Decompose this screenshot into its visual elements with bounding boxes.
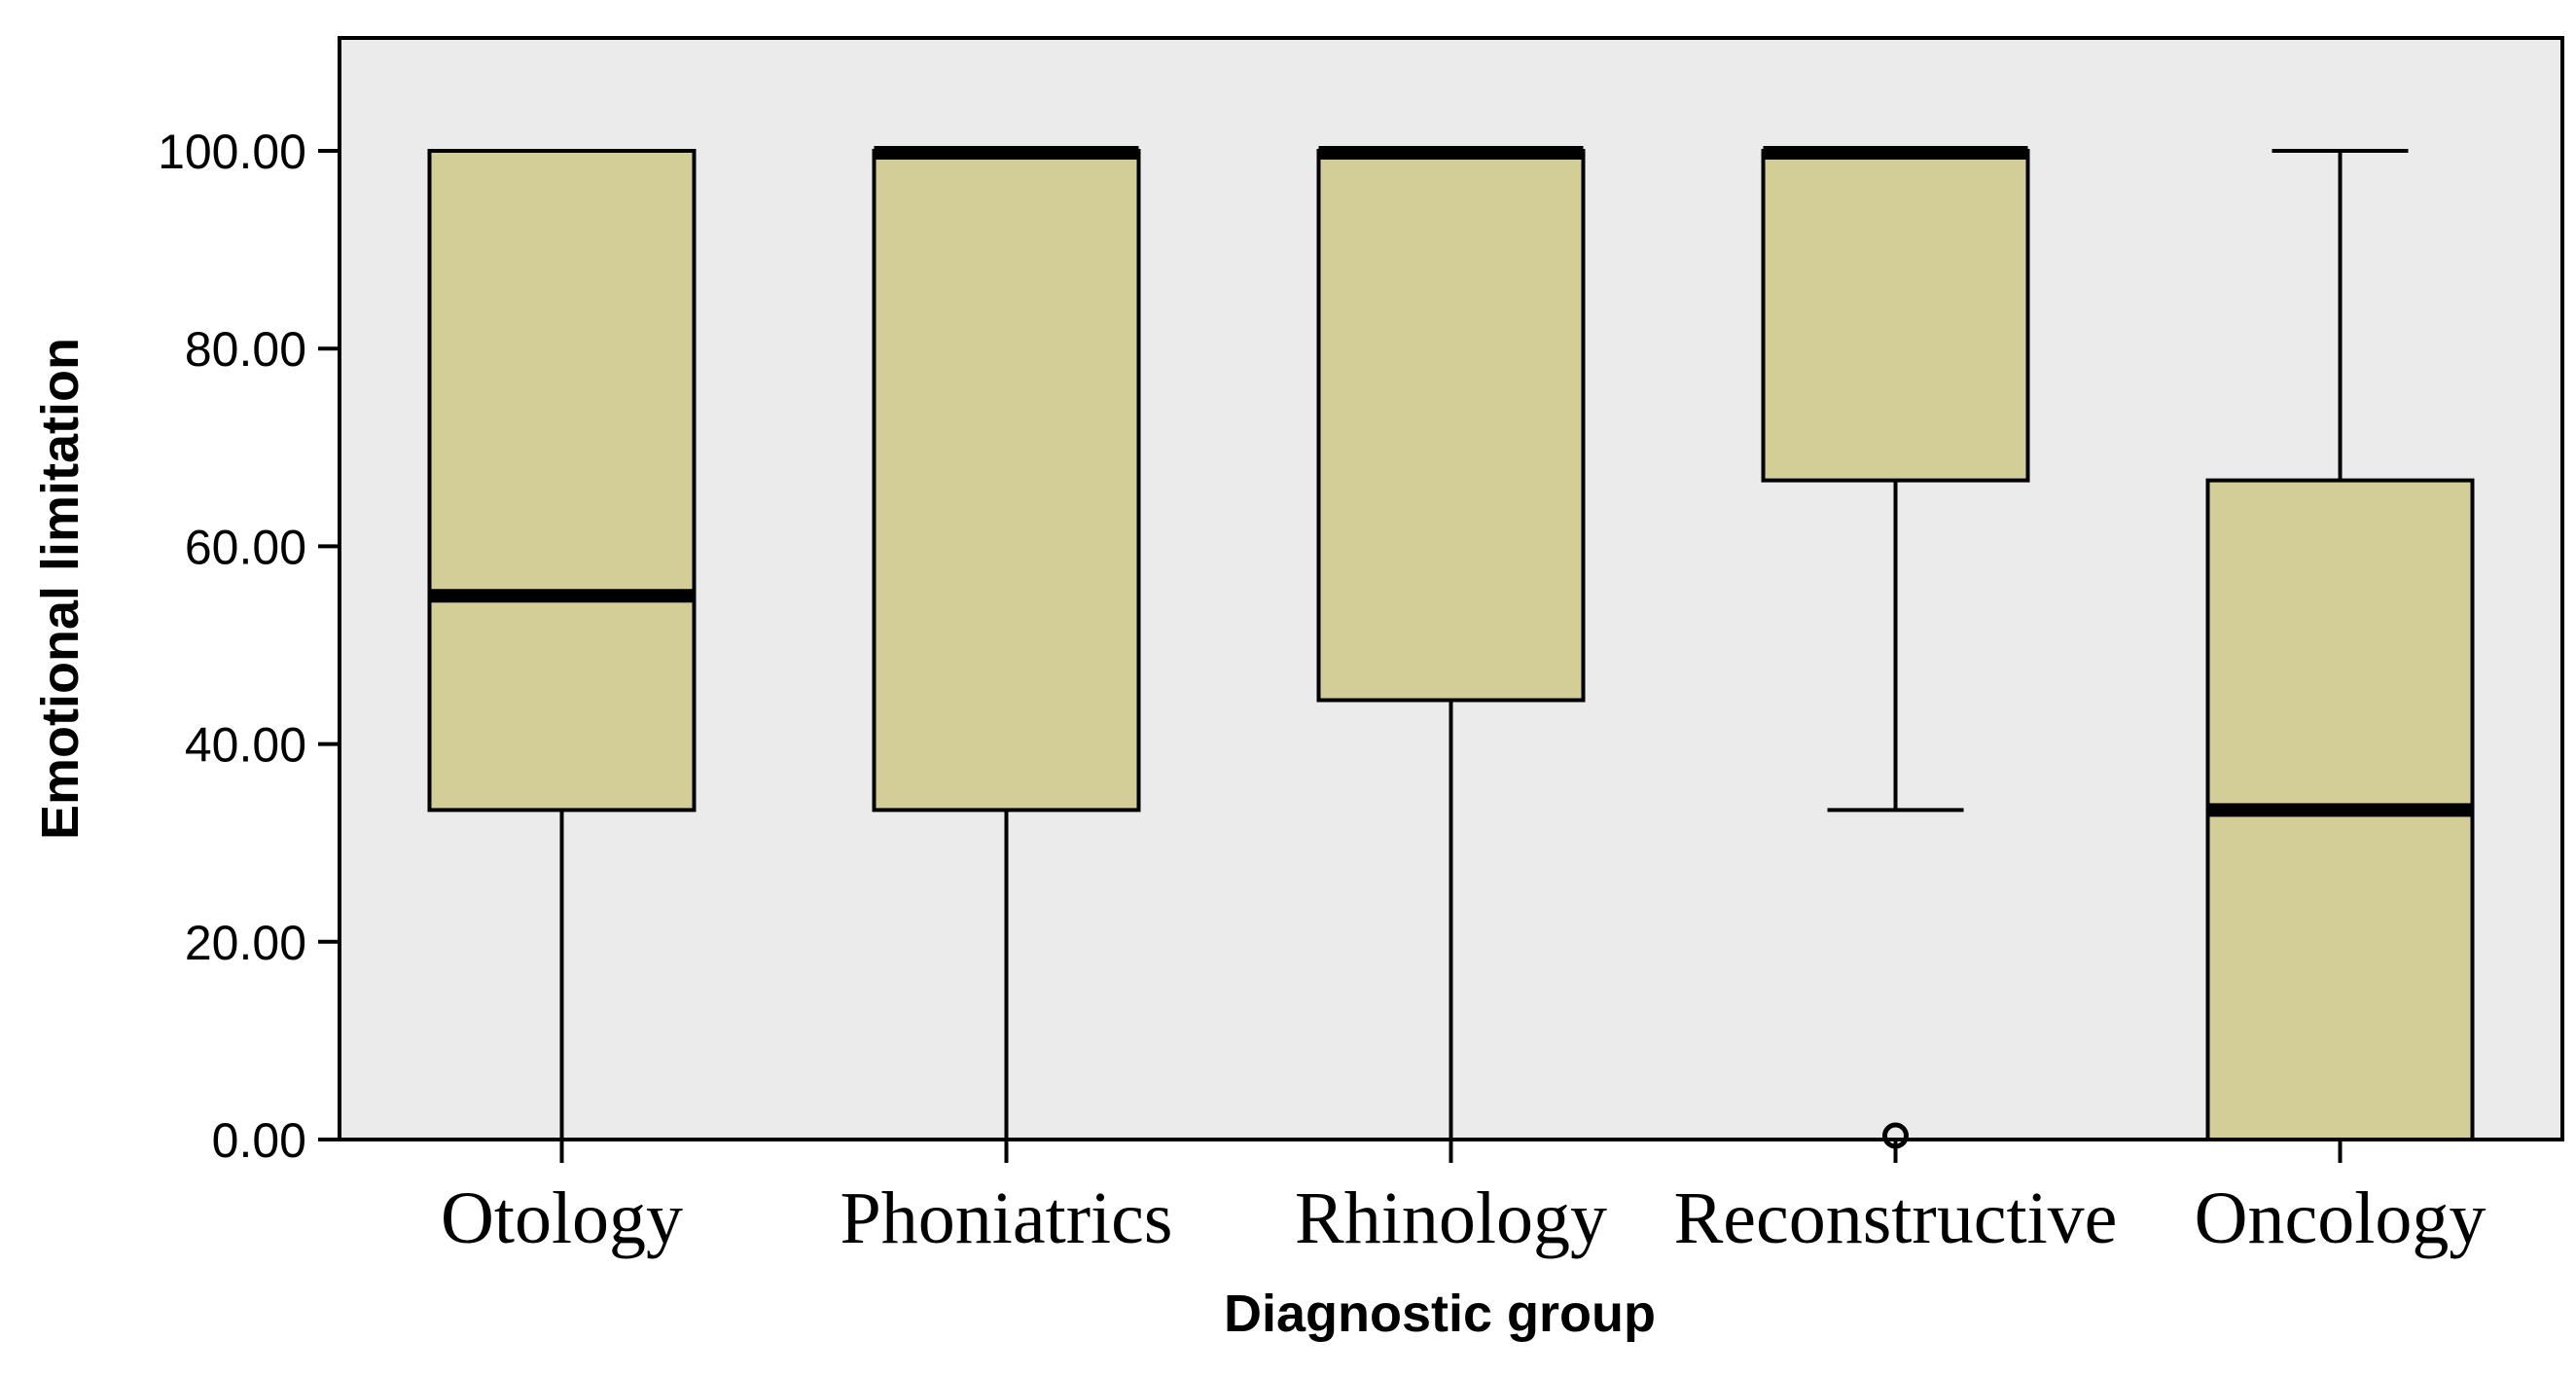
- x-tick-label: Otology: [441, 1177, 683, 1259]
- x-tick-label: Reconstructive: [1674, 1177, 2118, 1259]
- y-axis: 0.00 20.00 40.00 60.00 80.00 100.00: [158, 125, 340, 1168]
- box-group-reconstructive: [1761, 146, 2030, 1149]
- box: [427, 149, 697, 813]
- box-group-otology: [427, 149, 697, 1140]
- x-tick-label: Oncology: [2195, 1177, 2487, 1259]
- box: [872, 149, 1141, 813]
- y-tick-label: 40.00: [185, 718, 306, 773]
- box-group-oncology: [2205, 149, 2475, 1141]
- y-tick-label: 80.00: [185, 322, 306, 377]
- x-tick-label: Phoniatrics: [841, 1177, 1173, 1259]
- y-axis-title: Emotional limitation: [31, 338, 89, 840]
- y-tick-label: 0.00: [212, 1113, 306, 1168]
- x-tick-label: Rhinology: [1295, 1177, 1607, 1259]
- y-tick-label: 60.00: [185, 520, 306, 574]
- y-tick-label: 100.00: [158, 125, 306, 179]
- box-series: [427, 146, 2475, 1149]
- box-group-rhinology: [1316, 146, 1586, 1140]
- box: [1316, 149, 1586, 703]
- box: [1761, 149, 2030, 483]
- x-axis: Otology Phoniatrics Rhinology Reconstructiv…: [441, 1140, 2486, 1259]
- x-axis-title: Diagnostic group: [1224, 1285, 1656, 1343]
- y-tick-label: 20.00: [185, 916, 306, 970]
- box-group-phoniatrics: [872, 146, 1141, 1140]
